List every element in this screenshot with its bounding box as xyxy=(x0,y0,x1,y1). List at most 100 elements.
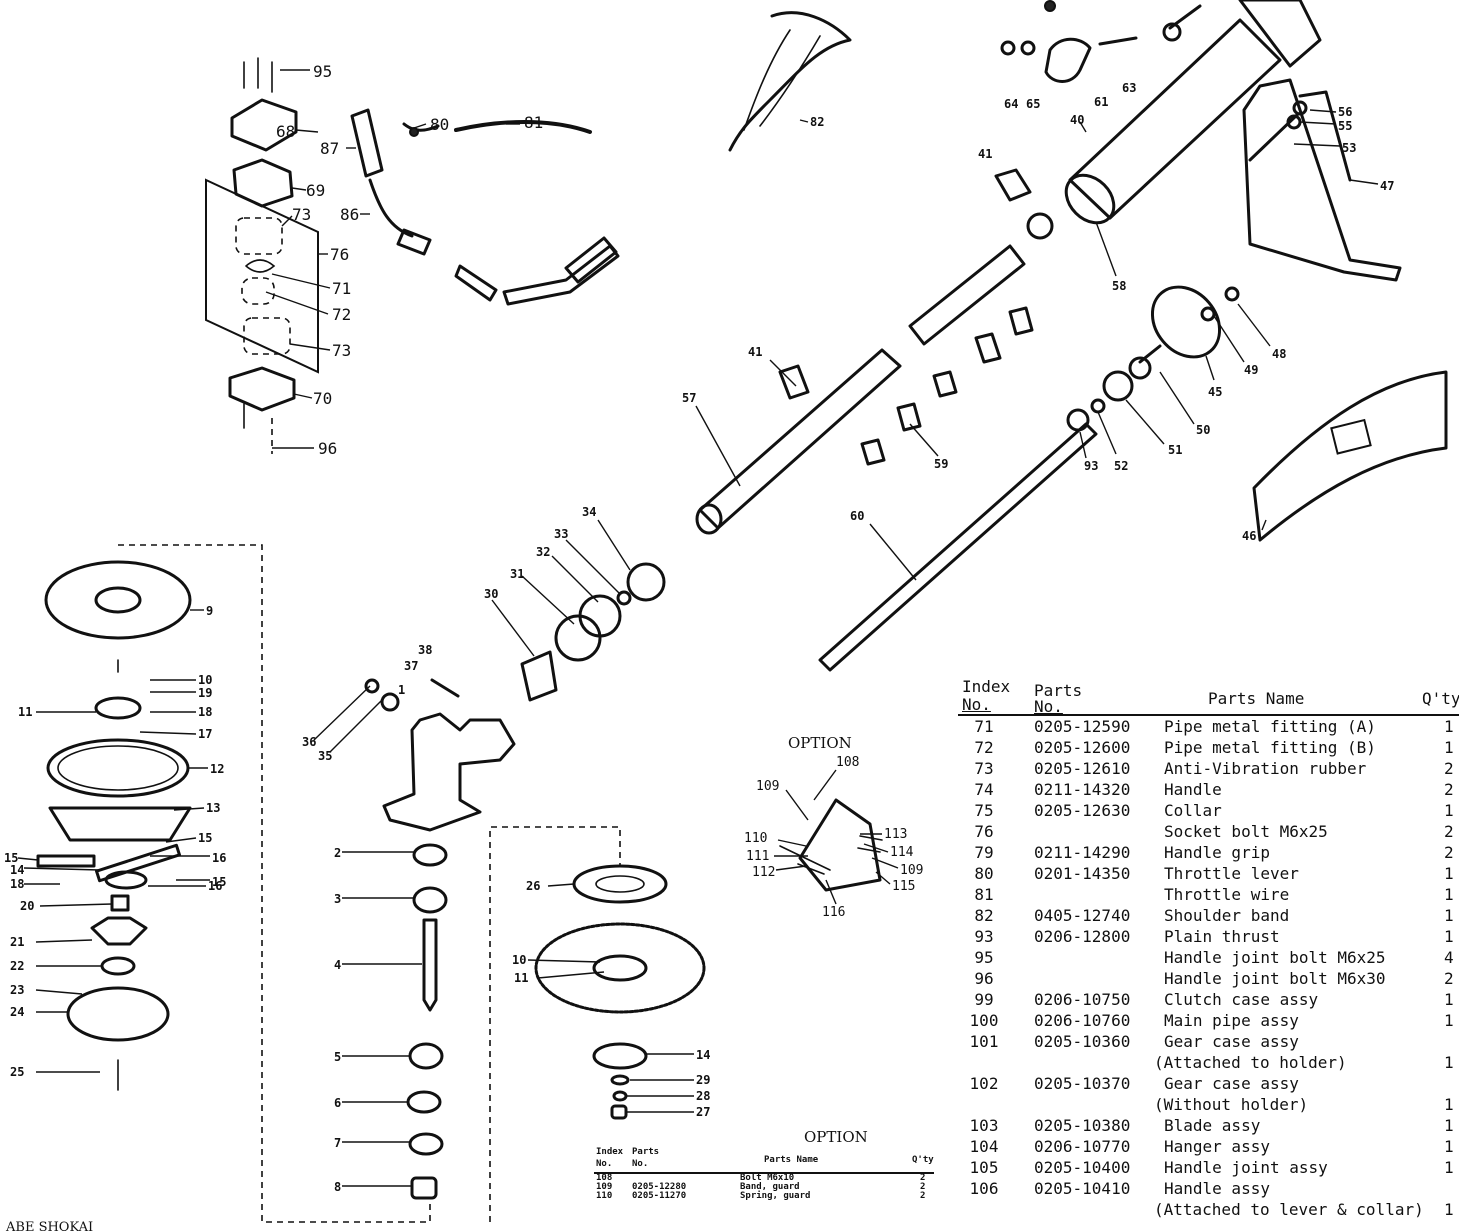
callout-16: 16 xyxy=(212,851,226,865)
quantity-cell: 1 xyxy=(1444,1011,1454,1030)
opt-header-qty: Q'ty xyxy=(912,1155,934,1165)
quantity-cell: 1 xyxy=(1444,864,1454,883)
part-name-cell: Handle joint assy xyxy=(1164,1158,1328,1177)
header-index: Index xyxy=(962,677,1011,696)
quantity-cell: 1 xyxy=(1444,990,1454,1009)
callout-56: 56 xyxy=(1338,105,1352,119)
quantity-cell: 1 xyxy=(1444,1116,1454,1135)
callout-28: 28 xyxy=(696,1089,710,1103)
callout-51: 51 xyxy=(1168,443,1182,457)
quantity-cell: 1 xyxy=(1444,927,1454,946)
callout-10: 10 xyxy=(198,673,212,687)
callout-110: 110 xyxy=(744,831,767,846)
quantity-cell: 1 xyxy=(1444,717,1454,736)
index-cell: 82 xyxy=(974,906,994,925)
parts-table-row: (Attached to lever & collar) 1 xyxy=(958,1199,1459,1220)
opt-header-name: Parts Name xyxy=(764,1155,819,1165)
header-parts-name: Parts Name xyxy=(1208,689,1305,708)
part-name-cell: Throttle lever xyxy=(1164,864,1299,883)
header-parts: Parts xyxy=(1034,681,1083,700)
quantity-cell: 1 xyxy=(1444,885,1454,904)
callout-26: 26 xyxy=(526,879,540,893)
index-cell: 79 xyxy=(974,843,994,862)
opt-header-index: Index xyxy=(596,1147,624,1157)
callout-18: 18 xyxy=(198,705,212,719)
callout-7: 7 xyxy=(334,1136,341,1150)
gear-case-assembly xyxy=(364,562,666,832)
opt-header-parts: Parts xyxy=(632,1147,660,1157)
callout-36: 36 xyxy=(302,735,316,749)
header-parts-no: No. xyxy=(1034,697,1063,716)
callout-59: 59 xyxy=(934,457,948,471)
callout-11: 11 xyxy=(18,705,32,719)
opt-part-name-cell: Spring, guard xyxy=(740,1191,811,1201)
callout-3: 3 xyxy=(334,892,341,906)
quantity-cell: 2 xyxy=(1444,822,1454,841)
callout-112: 112 xyxy=(752,865,775,880)
part-name-cell: Pipe metal fitting (B) xyxy=(1164,738,1376,757)
callout-113: 113 xyxy=(884,827,907,842)
part-number-cell: 0206-10760 xyxy=(1034,1011,1131,1030)
part-name-cell: Anti-Vibration rubber xyxy=(1164,759,1367,778)
index-cell: 105 xyxy=(969,1158,999,1177)
index-cell: 76 xyxy=(974,822,994,841)
quantity-cell: 1 xyxy=(1444,1137,1454,1156)
callout-18: 18 xyxy=(10,877,24,891)
callout-31: 31 xyxy=(510,567,524,581)
quantity-cell: 1 xyxy=(1444,1095,1454,1114)
callout-108: 108 xyxy=(836,755,859,770)
callout-95: 95 xyxy=(313,62,332,81)
opt-header-index-no: No. xyxy=(596,1159,613,1169)
nylon-head-assembly xyxy=(36,560,192,1091)
callout-63: 63 xyxy=(1122,81,1136,95)
callout-27: 27 xyxy=(696,1105,710,1119)
index-cell: 75 xyxy=(974,801,994,820)
part-number-cell: 0205-12610 xyxy=(1034,759,1131,778)
callout-48: 48 xyxy=(1272,347,1286,361)
gear-stack xyxy=(406,843,448,1200)
part-name-cell: Blade assy xyxy=(1164,1116,1261,1135)
option-caption-bottom: OPTION xyxy=(804,1128,868,1146)
callout-5: 5 xyxy=(334,1050,341,1064)
part-name-cell: Plain thrust xyxy=(1164,927,1280,946)
part-name-cell: Handle joint bolt M6x30 xyxy=(1164,969,1386,988)
callout-96: 96 xyxy=(318,439,337,458)
part-name-cell: (Attached to lever & collar) xyxy=(1154,1200,1424,1219)
callout-16: 16 xyxy=(208,879,222,893)
index-cell: 102 xyxy=(969,1074,999,1093)
callout-8: 8 xyxy=(334,1180,341,1194)
parts-table-row: (Without holder)1 xyxy=(958,1094,1459,1115)
callout-109: 109 xyxy=(900,863,923,878)
callout-10: 10 xyxy=(512,953,526,967)
callout-69: 69 xyxy=(306,181,325,200)
opt-quantity-cell: 2 xyxy=(920,1191,926,1201)
callout-64: 64 xyxy=(1004,97,1018,111)
callout-114: 114 xyxy=(890,845,914,860)
quantity-cell: 4 xyxy=(1444,948,1454,967)
part-number-cell: 0405-12740 xyxy=(1034,906,1131,925)
callout-109: 109 xyxy=(756,779,779,794)
quantity-cell: 1 xyxy=(1444,1200,1454,1219)
callout-53: 53 xyxy=(1342,141,1356,155)
callout-93: 93 xyxy=(1084,459,1098,473)
opt-part-number-cell: 0205-12280 xyxy=(632,1182,687,1192)
callout-73: 73 xyxy=(332,341,351,360)
callout-57: 57 xyxy=(682,391,696,405)
callout-22: 22 xyxy=(10,959,24,973)
part-number-cell: 0211-14290 xyxy=(1034,843,1131,862)
